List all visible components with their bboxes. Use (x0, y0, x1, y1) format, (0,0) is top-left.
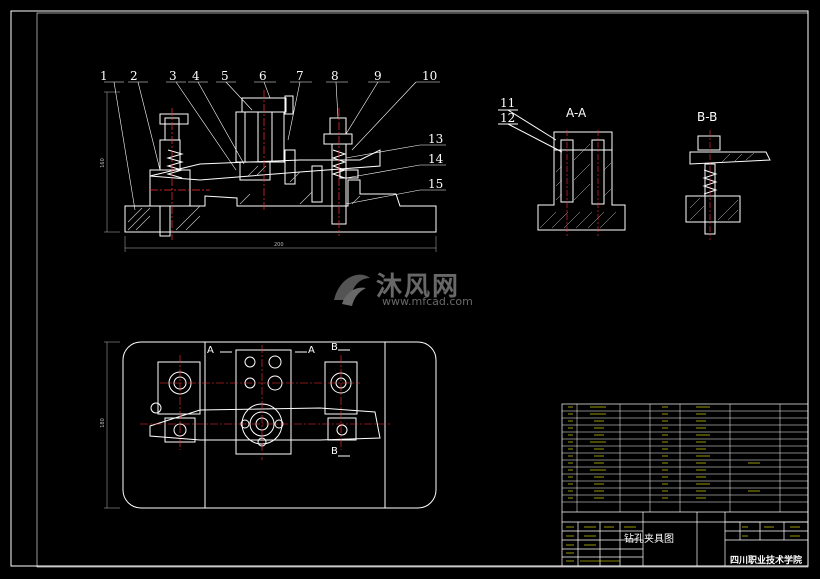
part-label-13: 13 (428, 132, 444, 146)
section-aa (498, 109, 626, 231)
section-bb-hatch (689, 152, 755, 221)
clamp-lever (149, 149, 381, 181)
marker-b-bottom: B (331, 446, 338, 457)
part-label-3: 3 (169, 69, 177, 83)
school-name: 四川职业技术学院 (729, 556, 802, 566)
section-aa-hatch (539, 143, 617, 229)
dim-height-plan: 180 (99, 418, 106, 428)
marker-a-left: A (207, 345, 214, 356)
marker-a-right: A (308, 345, 315, 356)
plan-base (122, 341, 437, 509)
part-label-4: 4 (192, 69, 200, 83)
leader-lines (104, 81, 446, 211)
part-label-10: 10 (422, 69, 438, 83)
plan-dimensions (104, 341, 120, 509)
watermark: 沐风网 www.mfcad.com (330, 266, 500, 312)
part-label-12: 12 (500, 111, 516, 125)
front-hatching (127, 165, 361, 231)
left-support (149, 169, 191, 207)
part-label-7: 7 (296, 69, 304, 83)
part-label-14: 14 (428, 152, 444, 166)
dim-height-front: 160 (99, 158, 106, 168)
drill-bushing-block (235, 111, 285, 163)
part-label-8: 8 (331, 69, 339, 83)
plan-view (122, 341, 437, 509)
title-block (561, 403, 809, 567)
part-label-11: 11 (500, 96, 516, 110)
part-label-6: 6 (259, 69, 267, 83)
drawing-title: 钻孔夹具图 (624, 534, 674, 545)
section-bb (685, 135, 771, 235)
section-label-aa: A-A (566, 106, 587, 120)
section-label-bb: B-B (697, 110, 718, 124)
watermark-logo-icon (334, 274, 370, 306)
watermark-brand: 沐风网 (376, 272, 461, 302)
part-label-1: 1 (100, 69, 108, 83)
marker-b-top: B (331, 342, 338, 353)
watermark-url: www.mfcad.com (382, 295, 473, 308)
front-dimensions (104, 91, 437, 252)
plan-centerlines (140, 345, 390, 460)
parts-list (562, 404, 808, 512)
right-stud (329, 117, 347, 135)
part-label-5: 5 (221, 69, 229, 83)
part-label-15: 15 (428, 177, 444, 191)
left-spring (166, 149, 184, 179)
front-centerlines (150, 90, 340, 240)
section-aa-centerlines (566, 130, 599, 236)
parts-list-marks (566, 406, 800, 562)
dim-width: 200 (274, 242, 284, 248)
base-outline (124, 179, 437, 233)
inner-border (36, 12, 809, 568)
part-label-9: 9 (374, 69, 382, 83)
part-label-2: 2 (130, 69, 138, 83)
